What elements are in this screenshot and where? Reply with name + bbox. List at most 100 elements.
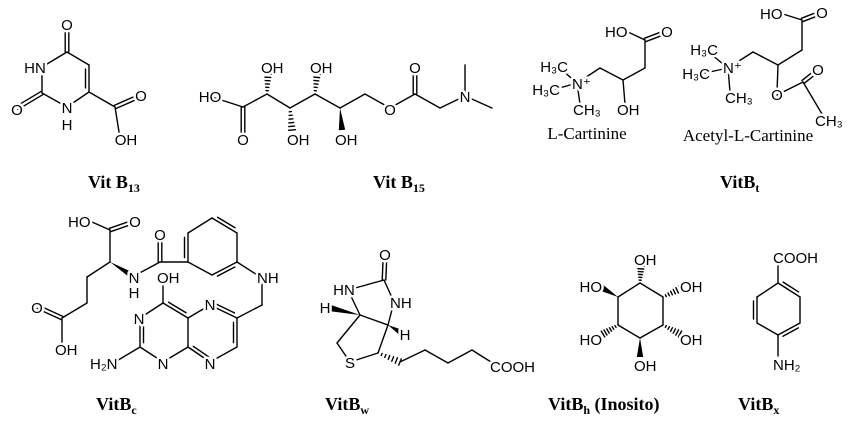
bond xyxy=(133,261,161,277)
wedge-bond xyxy=(600,285,618,297)
bond xyxy=(802,81,823,115)
atom-label-acetyl: H₃C xyxy=(690,42,718,59)
atom-label-bx: NH₂ xyxy=(773,357,801,374)
atom-label-acetyl: CH₃ xyxy=(815,113,843,130)
bond xyxy=(424,349,449,364)
bond xyxy=(782,327,800,337)
bond xyxy=(109,223,135,233)
bond xyxy=(209,346,238,363)
caption-vit-bx: VitBx xyxy=(738,394,779,417)
bond xyxy=(61,302,88,319)
bond xyxy=(349,352,379,363)
bond xyxy=(639,282,664,298)
atom-label-b13: O xyxy=(11,102,23,119)
atom-label-b13: O xyxy=(61,17,73,34)
atom-label-acetyl: O xyxy=(812,62,824,79)
atom-label-b13: O xyxy=(135,88,147,105)
bond xyxy=(727,51,754,69)
bond xyxy=(672,328,677,334)
wedge-bond xyxy=(338,108,346,131)
bond xyxy=(336,314,361,344)
bond xyxy=(776,64,779,93)
bond xyxy=(643,29,667,40)
bond xyxy=(464,95,493,109)
atom-label-b15: OH xyxy=(287,132,310,149)
bond xyxy=(667,325,671,331)
bond xyxy=(113,93,140,107)
bond xyxy=(187,304,211,319)
bond xyxy=(677,285,683,293)
bond xyxy=(777,49,803,66)
atom-label-carnitine: H₃C xyxy=(540,59,568,76)
bond xyxy=(752,51,779,66)
bond xyxy=(377,324,389,354)
bond xyxy=(639,324,664,339)
bond xyxy=(86,261,111,278)
bond xyxy=(288,125,296,128)
atom-label-b15: O xyxy=(409,60,421,77)
caption-vit-b15: Vit B15 xyxy=(373,172,425,195)
bond xyxy=(576,82,581,105)
atom-label-b13: OH xyxy=(115,132,138,149)
atom-label-b13: H xyxy=(62,117,73,134)
caption-vit-bw: VitBw xyxy=(325,394,369,417)
atom-label-bw: HN xyxy=(333,282,355,299)
wedge-bond xyxy=(636,338,644,357)
bond xyxy=(359,314,389,326)
bond xyxy=(711,54,729,69)
bond xyxy=(66,91,90,108)
atom-label-b15: O xyxy=(237,132,249,149)
atom-label-acetyl: N⁺ xyxy=(723,60,742,77)
atom-label-bx: COOH xyxy=(773,250,818,267)
bond xyxy=(211,96,244,108)
bond xyxy=(347,289,361,316)
bond xyxy=(41,51,68,68)
atom-label-b13: N xyxy=(62,100,73,117)
atom-label-bc: N xyxy=(134,311,145,328)
bond xyxy=(555,82,578,90)
bond xyxy=(347,279,385,291)
atom-label-bc: HO xyxy=(68,214,91,231)
bond xyxy=(139,302,164,319)
bond xyxy=(627,31,646,41)
bond xyxy=(394,357,399,364)
bond xyxy=(664,324,668,329)
atom-label-b15: OH xyxy=(310,60,333,77)
bond xyxy=(336,342,351,363)
bond xyxy=(669,327,674,332)
bond xyxy=(114,106,121,139)
bond xyxy=(162,302,189,319)
bond xyxy=(211,261,238,276)
bond xyxy=(672,288,677,295)
bond xyxy=(15,90,42,108)
atom-label-b15: O xyxy=(384,102,396,119)
bond xyxy=(677,330,683,338)
bond xyxy=(236,304,263,319)
atom-label-bw: S xyxy=(345,355,355,372)
atom-label-bc: NH xyxy=(257,270,279,287)
bond xyxy=(41,92,68,108)
bond xyxy=(576,67,601,84)
atom-label-b15: N xyxy=(460,89,471,106)
bond xyxy=(782,13,803,21)
bond xyxy=(187,346,211,363)
bond xyxy=(727,67,731,93)
atom-label-bc: N xyxy=(158,356,169,373)
bond xyxy=(776,81,804,96)
atom-label-bh: HO xyxy=(580,279,603,296)
bond xyxy=(139,346,164,363)
atom-label-acetyl: O xyxy=(771,87,783,104)
atom-label-b15: OH xyxy=(335,132,358,149)
atom-label-acetyl: CH₃ xyxy=(725,90,753,107)
atom-label-acetyl: HO xyxy=(760,6,783,23)
bond xyxy=(162,346,189,363)
atom-label-b13: HN xyxy=(24,60,46,77)
bond xyxy=(561,69,578,84)
atom-label-carnitine: HO xyxy=(605,24,628,41)
atom-label-acetyl: H₃C xyxy=(682,66,710,83)
bond xyxy=(389,93,416,109)
bond xyxy=(803,70,820,85)
bond xyxy=(314,93,341,109)
wedge-bond xyxy=(329,304,360,315)
